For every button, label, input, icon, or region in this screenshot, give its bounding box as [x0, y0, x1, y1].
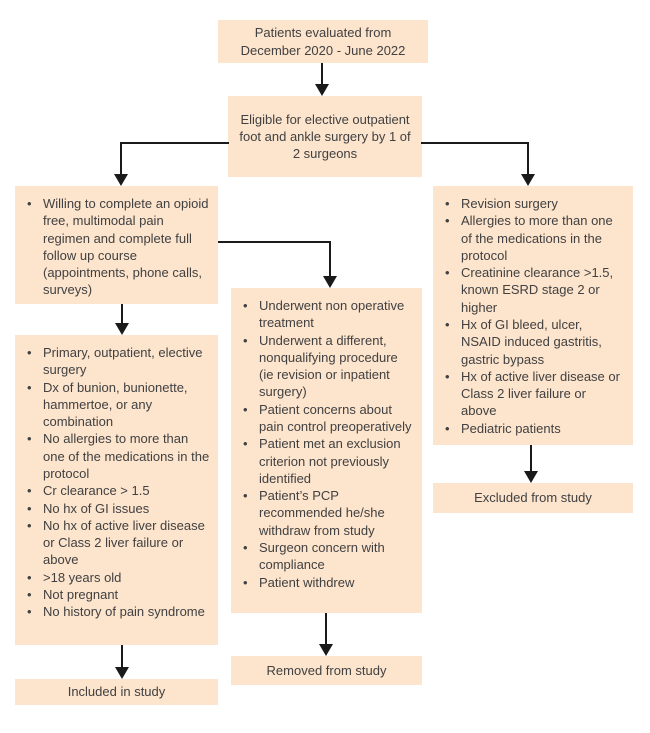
arrowhead-icon: [323, 276, 337, 288]
arrowhead-icon: [524, 471, 538, 483]
bullet-item: Patient concerns about pain control preo…: [241, 401, 414, 436]
bullet-item: No history of pain syndrome: [25, 603, 210, 621]
connector-willingness-middle-vertical: [329, 241, 331, 277]
bullet-item: Patient’s PCP recommended he/she withdra…: [241, 487, 414, 539]
connector-removal-to-removed: [325, 613, 327, 645]
connector-inclusion-to-included: [121, 645, 123, 668]
exclusion-criteria-list: Revision surgeryAllergies to more than o…: [433, 186, 633, 446]
bullet-item: No hx of active liver disease or Class 2…: [25, 517, 210, 569]
arrowhead-icon: [319, 644, 333, 656]
bullet-item: >18 years old: [25, 569, 210, 587]
bullet-item: Surgeon concern with compliance: [241, 539, 414, 574]
connector-eligibility-right-vertical: [527, 142, 529, 176]
connector-eligibility-left-vertical: [120, 142, 122, 176]
patients-evaluated-box: Patients evaluated from December 2020 - …: [218, 20, 428, 63]
bullet-item: Underwent a different, nonqualifying pro…: [241, 332, 414, 401]
bullet-item: Hx of active liver disease or Class 2 li…: [443, 368, 625, 420]
bullet-item: Underwent non operative treatment: [241, 297, 414, 332]
arrowhead-icon: [521, 174, 535, 186]
bullet-item: Pediatric patients: [443, 420, 625, 438]
connector-willingness-to-inclusion: [121, 304, 123, 325]
excluded-from-study-box: Excluded from study: [433, 483, 633, 513]
bullet-item: No allergies to more than one of the med…: [25, 430, 210, 482]
bullet-item: Patient met an exclusion criterion not p…: [241, 435, 414, 487]
bullet-item: Allergies to more than one of the medica…: [443, 212, 625, 264]
inclusion-criteria-box: Primary, outpatient, elective surgeryDx …: [15, 335, 218, 645]
willingness-criteria-box: Willing to complete an opioid free, mult…: [15, 186, 218, 304]
bullet-item: Dx of bunion, bunionette, hammertoe, or …: [25, 379, 210, 431]
bullet-item: Cr clearance > 1.5: [25, 482, 210, 500]
arrowhead-icon: [115, 667, 129, 679]
removal-reasons-list: Underwent non operative treatmentUnderwe…: [231, 288, 422, 600]
bullet-item: Primary, outpatient, elective surgery: [25, 344, 210, 379]
connector-eligibility-left-horizontal: [121, 142, 229, 144]
arrowhead-icon: [114, 174, 128, 186]
bullet-item: Revision surgery: [443, 195, 625, 213]
bullet-item: Hx of GI bleed, ulcer, NSAID induced gas…: [443, 316, 625, 368]
removed-from-study-box: Removed from study: [231, 656, 422, 685]
eligibility-box: Eligible for elective outpatient foot an…: [228, 96, 422, 177]
arrowhead-icon: [315, 84, 329, 96]
included-in-study-box: Included in study: [15, 679, 218, 705]
inclusion-criteria-list: Primary, outpatient, elective surgeryDx …: [15, 335, 218, 630]
bullet-item: Patient withdrew: [241, 574, 414, 592]
connector-top-to-eligibility: [321, 63, 323, 87]
connector-eligibility-right-horizontal: [421, 142, 529, 144]
exclusion-criteria-box: Revision surgeryAllergies to more than o…: [433, 186, 633, 445]
removal-reasons-box: Underwent non operative treatmentUnderwe…: [231, 288, 422, 613]
bullet-item: Creatinine clearance >1.5, known ESRD st…: [443, 264, 625, 316]
connector-exclusion-to-excluded: [530, 445, 532, 472]
arrowhead-icon: [115, 323, 129, 335]
connector-willingness-middle-horizontal: [218, 241, 331, 243]
bullet-item: Not pregnant: [25, 586, 210, 604]
bullet-item: Willing to complete an opioid free, mult…: [25, 195, 210, 299]
bullet-item: No hx of GI issues: [25, 500, 210, 518]
willingness-criteria-list: Willing to complete an opioid free, mult…: [15, 186, 218, 308]
